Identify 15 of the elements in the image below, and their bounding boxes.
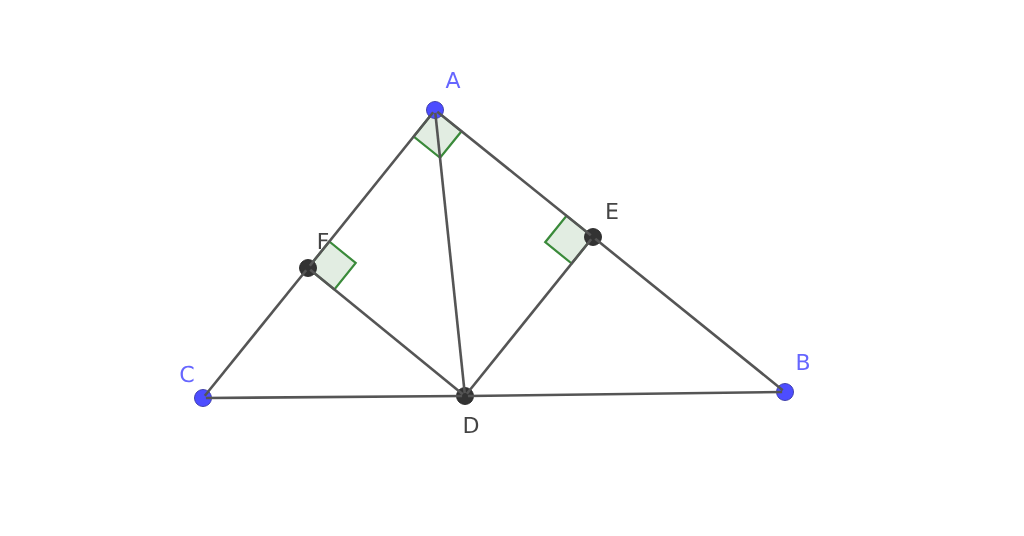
line-segment xyxy=(594,237,784,392)
point-label: D xyxy=(464,417,479,433)
point-label: B xyxy=(797,354,809,370)
point-label: E xyxy=(607,203,618,219)
line-segment xyxy=(203,269,308,397)
line-segment xyxy=(308,111,435,267)
point-label: A xyxy=(445,72,461,88)
line-segment xyxy=(205,394,463,400)
line-segment xyxy=(309,268,464,396)
line-segment xyxy=(467,390,783,398)
line-segment xyxy=(436,110,592,237)
line-segment xyxy=(434,112,466,394)
line-segment xyxy=(465,238,593,395)
point-label: F xyxy=(318,233,329,249)
point-label: C xyxy=(180,365,194,383)
